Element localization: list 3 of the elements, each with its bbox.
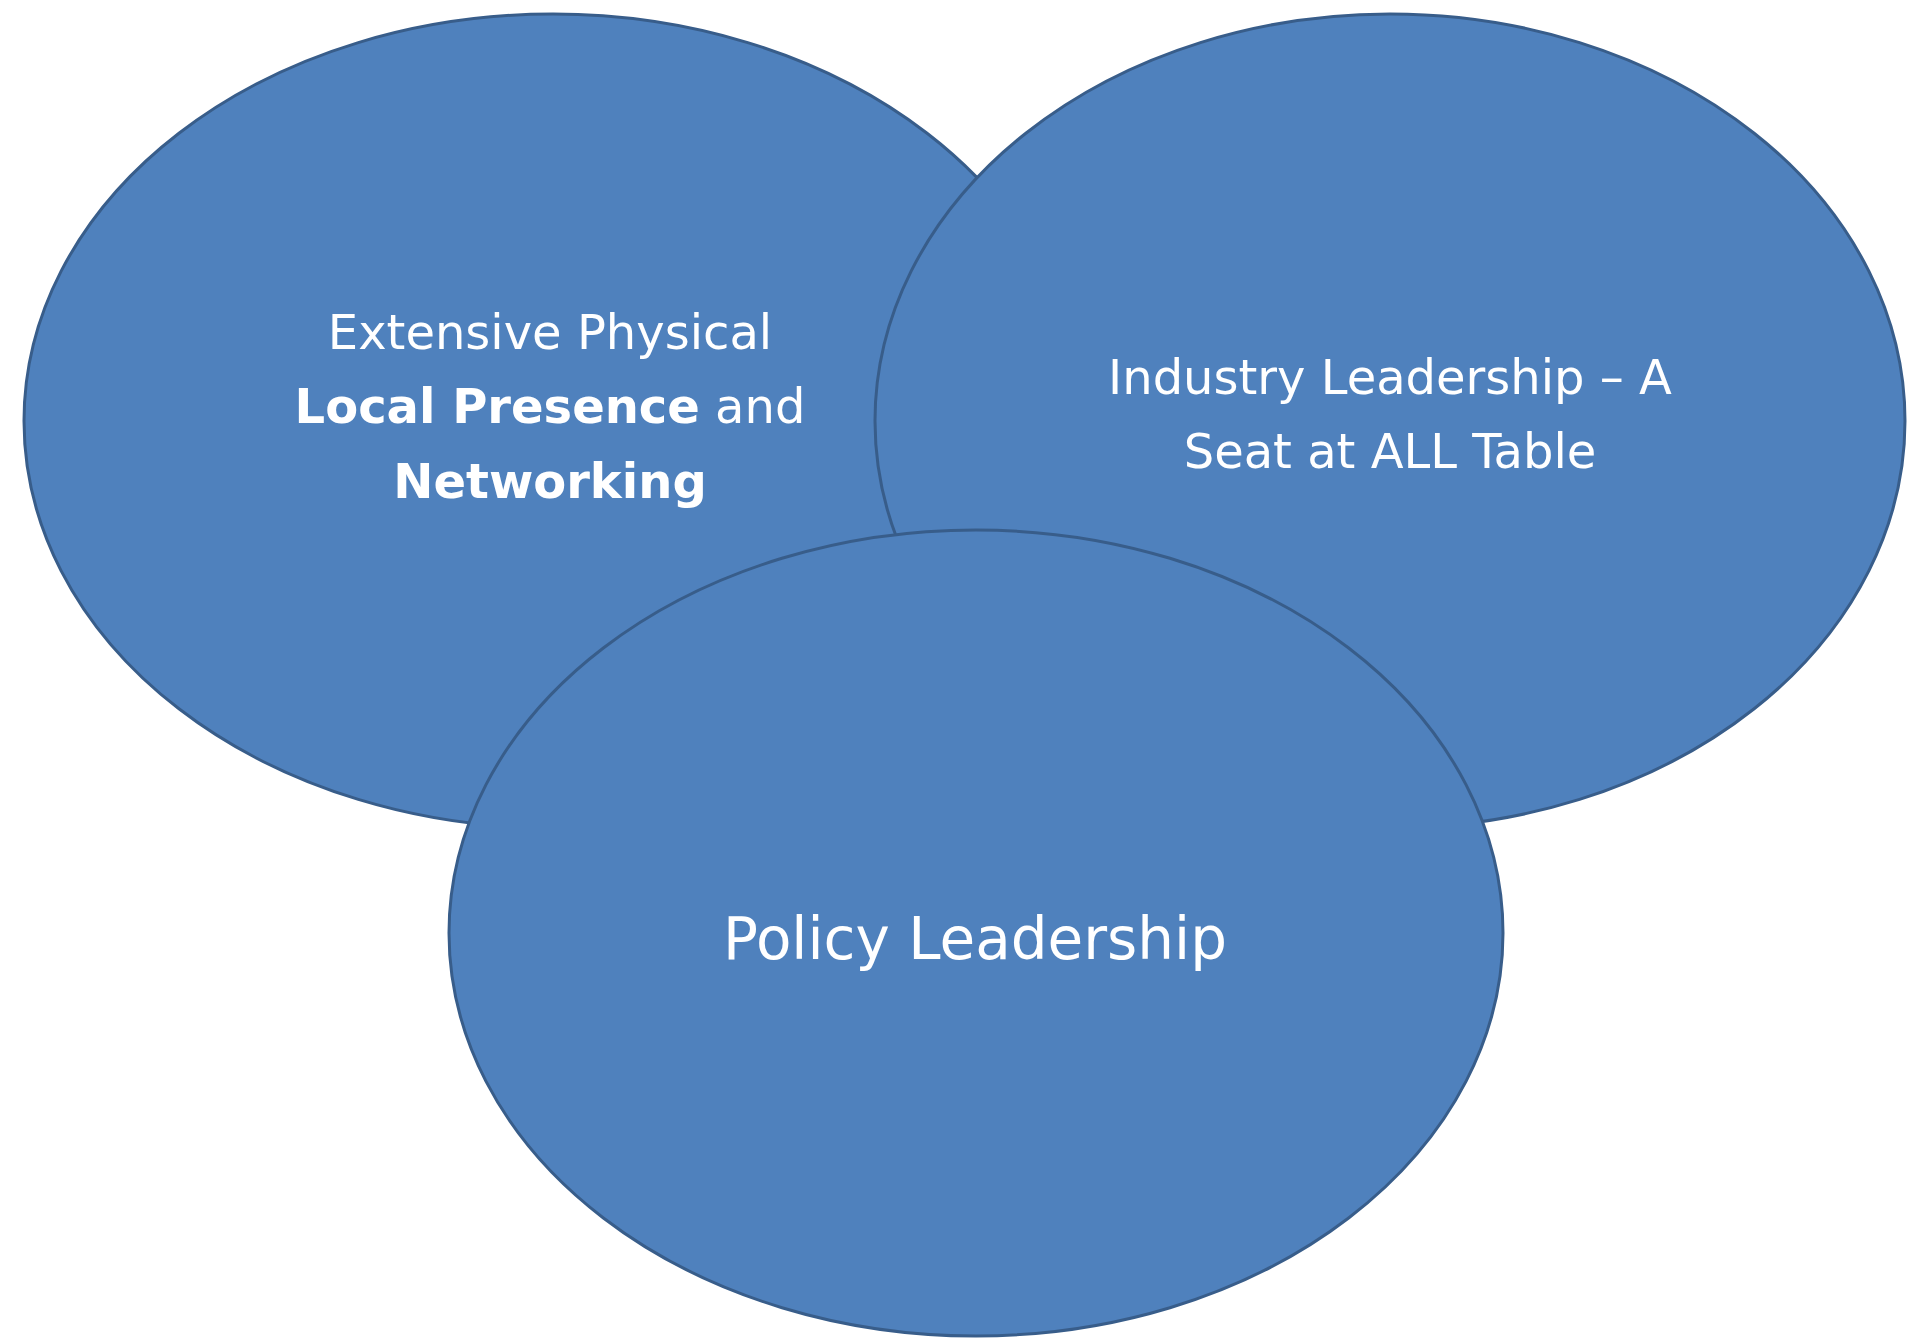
oval-label: Industry Leadership – A Seat at ALL Table — [1107, 348, 1673, 482]
oval-label: Policy Leadership — [721, 904, 1228, 975]
oval-label: Extensive Physical Local Presence and Networking — [293, 303, 807, 511]
